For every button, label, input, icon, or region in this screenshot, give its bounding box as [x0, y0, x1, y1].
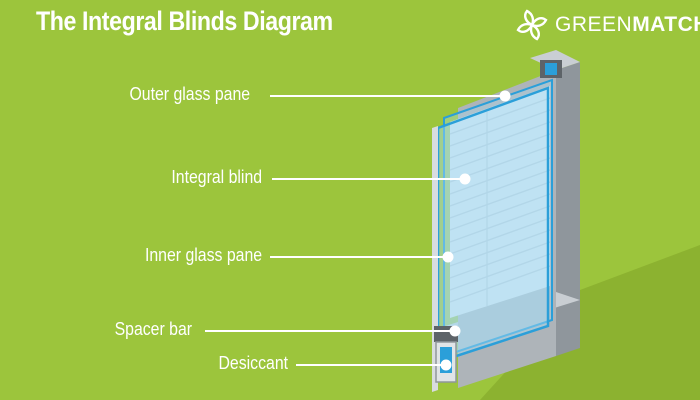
label-desiccant: Desiccant [218, 353, 288, 373]
logo-word-bold: MATCH [632, 13, 700, 36]
leader-dot-integral-blind [459, 173, 471, 185]
label-inner-glass-pane: Inner glass pane [144, 245, 262, 265]
leader-dot-spacer-bar [449, 325, 461, 337]
leader-dot-inner-glass [442, 251, 454, 263]
top-spacer-channel [545, 63, 557, 75]
blind-panel [450, 86, 550, 318]
label-outer-glass-pane: Outer glass pane [129, 84, 250, 104]
leader-lines [205, 90, 511, 371]
frame-side [556, 62, 580, 356]
label-integral-blind: Integral blind [171, 167, 262, 187]
leaf-logo-icon [516, 9, 548, 41]
inner-glass [443, 78, 553, 358]
outer-glass [436, 86, 550, 364]
diagram-title: The Integral Blinds Diagram [36, 6, 333, 36]
label-spacer-bar: Spacer bar [114, 319, 192, 339]
greenmatch-logo: GREENMATCH [515, 6, 700, 44]
logo-word-regular: GREEN [555, 13, 633, 36]
leader-dot-desiccant [440, 359, 452, 371]
logo-wordmark: GREENMATCH [555, 13, 700, 37]
frame-front-edge [432, 126, 438, 392]
blind-slats [449, 97, 551, 303]
leader-dot-outer-glass [499, 90, 511, 102]
